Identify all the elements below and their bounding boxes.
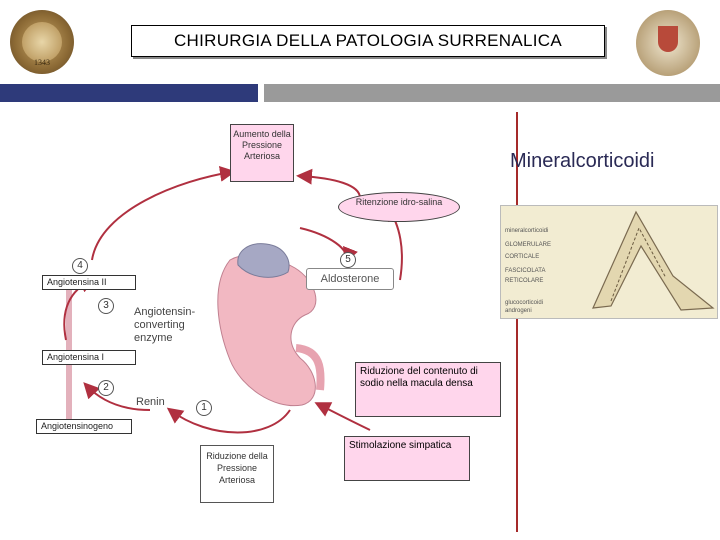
thumb-label-2: GLOMERULARE <box>505 242 552 248</box>
ureter-shape <box>295 344 325 391</box>
adrenal-histology-image: mineralcorticoidi GLOMERULARE CORTICALE … <box>500 205 718 319</box>
kidney-shape <box>217 254 317 407</box>
hospital-seal-logo <box>636 10 700 76</box>
thumb-label-1: mineralcorticoidi <box>505 228 549 234</box>
header-band-dark <box>0 84 258 102</box>
step-4-marker: 4 <box>72 258 88 274</box>
header-band-gray <box>264 84 720 102</box>
arrow-stimolazione <box>314 402 371 431</box>
thumb-label-6: glucocorticoidi <box>505 300 544 306</box>
ritenzione-ellipse: Ritenzione idro-salina <box>338 192 460 222</box>
step-3-marker: 3 <box>98 298 114 314</box>
stimolazione-box: Stimolazione simpatica <box>344 436 470 481</box>
step-2-marker: 2 <box>98 380 114 396</box>
adrenal-medulla-line <box>610 226 667 302</box>
step-5-marker: 5 <box>340 252 356 268</box>
angiotensinogeno-box: Angiotensinogeno <box>36 419 132 434</box>
thumb-label-5: RETICOLARE <box>505 278 544 284</box>
angiotensina-i-box: Angiotensina I <box>42 350 136 365</box>
ace-label: Angiotensin-converting enzyme <box>134 306 196 344</box>
diagram-border <box>516 112 518 532</box>
thumb-label-7: androgeni <box>505 308 532 314</box>
thumb-label-3: CORTICALE <box>505 254 540 260</box>
page-title-box: CHIRURGIA DELLA PATOLOGIA SURRENALICA <box>131 25 605 57</box>
arrow-1 <box>166 407 291 434</box>
university-seal-logo: 1343 <box>10 10 74 74</box>
arrow-2 <box>83 382 151 411</box>
adrenal-gland-shape <box>237 243 290 278</box>
arrow-ritenzione-up <box>296 168 361 199</box>
aumento-pressione-box: Aumento della Pressione Arteriosa <box>230 124 294 182</box>
riduzione-pressione-box: Riduzione della Pressione Arteriosa <box>200 445 274 503</box>
riduzione-sodio-box: Riduzione del contenuto di sodio nella m… <box>355 362 501 417</box>
seal-year: 1343 <box>34 58 50 67</box>
renin-label: Renin <box>136 396 165 408</box>
arrow-4 <box>91 165 236 261</box>
arrow-5 <box>299 227 358 264</box>
adrenal-cortex-shape <box>592 210 715 311</box>
page-title: CHIRURGIA DELLA PATOLOGIA SURRENALICA <box>173 31 563 50</box>
step-1-marker: 1 <box>196 400 212 416</box>
shield-icon <box>658 26 678 52</box>
thumb-label-4: FASCICOLATA <box>505 268 546 274</box>
cascade-bar <box>66 275 72 420</box>
side-title: Mineralcorticoidi <box>510 150 655 172</box>
aldosterone-label: Aldosterone <box>306 268 394 290</box>
angiotensina-ii-box: Angiotensina II <box>42 275 136 290</box>
